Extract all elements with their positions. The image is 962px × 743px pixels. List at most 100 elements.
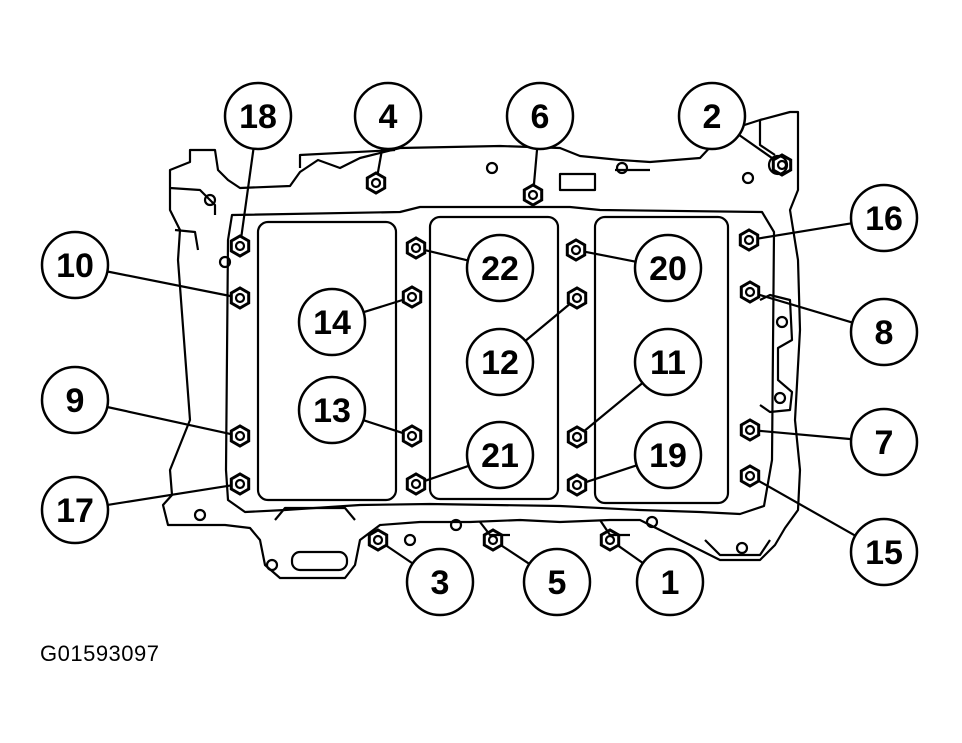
callout-label-7: 7 — [875, 424, 894, 462]
callout-label-4: 4 — [379, 98, 398, 136]
bolt-head-center-1 — [604, 534, 616, 546]
bolt-head-center-5 — [487, 534, 499, 546]
bolt-head-14 — [401, 285, 423, 309]
leader-line-9 — [106, 405, 231, 435]
bolt-head-center-17 — [234, 478, 246, 490]
callout-circle-20 — [633, 233, 703, 303]
callout-label-9: 9 — [66, 382, 85, 420]
callout-label-1: 1 — [661, 564, 680, 602]
callout-label-18: 18 — [239, 98, 277, 136]
bolt-head-center-7 — [744, 424, 756, 436]
callout-circle-13 — [297, 375, 367, 445]
callout-label-2: 2 — [703, 98, 722, 136]
leader-line-6 — [532, 148, 539, 186]
callout-circle-17 — [40, 475, 110, 545]
bolt-head-center-11 — [571, 431, 583, 443]
leader-line-22 — [425, 249, 469, 262]
bolt-head-21 — [405, 472, 427, 496]
bolt-head-7 — [739, 418, 761, 442]
callout-circle-1 — [635, 547, 705, 617]
leader-line-17 — [107, 484, 231, 506]
leader-line-20 — [585, 250, 636, 263]
callout-label-21: 21 — [481, 437, 519, 475]
bolt-head-center-2 — [776, 159, 788, 171]
callout-circle-11 — [633, 327, 703, 397]
leader-line-21 — [425, 464, 470, 482]
callout-circle-3 — [405, 547, 475, 617]
callout-circle-5 — [522, 547, 592, 617]
leader-line-11 — [584, 382, 644, 432]
callout-circle-6 — [505, 81, 575, 151]
leader-line-18 — [240, 148, 255, 237]
callout-label-10: 10 — [56, 247, 94, 285]
bolt-head-13 — [401, 424, 423, 448]
leader-line-14 — [363, 298, 403, 314]
leader-line-19 — [586, 464, 638, 483]
callout-label-17: 17 — [56, 492, 94, 530]
bolt-head-16 — [738, 228, 760, 252]
bolt-head-center-21 — [410, 478, 422, 490]
callout-circle-14 — [297, 287, 367, 357]
leader-line-12 — [524, 303, 571, 342]
callout-label-15: 15 — [865, 534, 903, 572]
callout-circle-22 — [465, 233, 535, 303]
leader-line-3 — [385, 544, 414, 565]
leader-line-10 — [107, 270, 231, 298]
leader-line-7 — [759, 429, 852, 441]
bolt-head-3 — [367, 528, 389, 552]
callout-label-12: 12 — [481, 344, 519, 382]
bolt-head-center-4 — [370, 177, 382, 189]
callout-label-3: 3 — [431, 564, 450, 602]
bolt-head-10 — [229, 286, 251, 310]
callout-label-5: 5 — [548, 564, 567, 602]
bolt-head-1 — [599, 528, 621, 552]
bolt-head-center-6 — [527, 189, 539, 201]
bolt-head-center-12 — [571, 292, 583, 304]
bolt-head-11 — [566, 425, 588, 449]
leader-line-5 — [500, 544, 531, 565]
callout-circle-21 — [465, 420, 535, 490]
callout-label-8: 8 — [875, 314, 894, 352]
bolt-head-12 — [566, 286, 588, 310]
bolt-head-8 — [739, 280, 761, 304]
bolt-head-center-19 — [571, 479, 583, 491]
bolt-head-18 — [229, 234, 251, 258]
leader-line-4 — [376, 148, 384, 174]
leader-lines — [106, 133, 856, 565]
callout-label-19: 19 — [649, 437, 687, 475]
callout-label-20: 20 — [649, 250, 687, 288]
bolt-head-22 — [405, 236, 427, 260]
bolt-head-center-14 — [406, 291, 418, 303]
callout-circle-2 — [677, 81, 747, 151]
leader-line-15 — [758, 479, 856, 537]
callout-circle-4 — [353, 81, 423, 151]
callout-label-6: 6 — [531, 98, 550, 136]
figure-id: G01593097 — [40, 641, 160, 666]
bolt-head-6 — [522, 183, 544, 207]
callout-label-11: 11 — [650, 344, 686, 382]
leader-line-13 — [363, 419, 403, 434]
bolt-head-center-3 — [372, 534, 384, 546]
callout-label-14: 14 — [313, 304, 351, 342]
callout-circle-15 — [849, 517, 919, 587]
callout-circle-9 — [40, 365, 110, 435]
housing-outline — [161, 110, 802, 580]
callout-circle-12 — [465, 327, 535, 397]
bolt-head-center-18 — [234, 240, 246, 252]
leader-line-8 — [759, 293, 853, 324]
bolt-head-center-10 — [234, 292, 246, 304]
bolt-head-center-8 — [744, 286, 756, 298]
bolt-head-center-20 — [570, 244, 582, 256]
bolt-head-center-9 — [234, 430, 246, 442]
callout-circle-8 — [849, 297, 919, 367]
bolt-head-5 — [482, 528, 504, 552]
bolt-head-17 — [229, 472, 251, 496]
bolt-head-center-16 — [743, 234, 755, 246]
bolt-head-center-15 — [744, 470, 756, 482]
leader-line-1 — [617, 544, 644, 565]
bolt-heads — [229, 153, 793, 552]
callout-label-22: 22 — [481, 250, 519, 288]
